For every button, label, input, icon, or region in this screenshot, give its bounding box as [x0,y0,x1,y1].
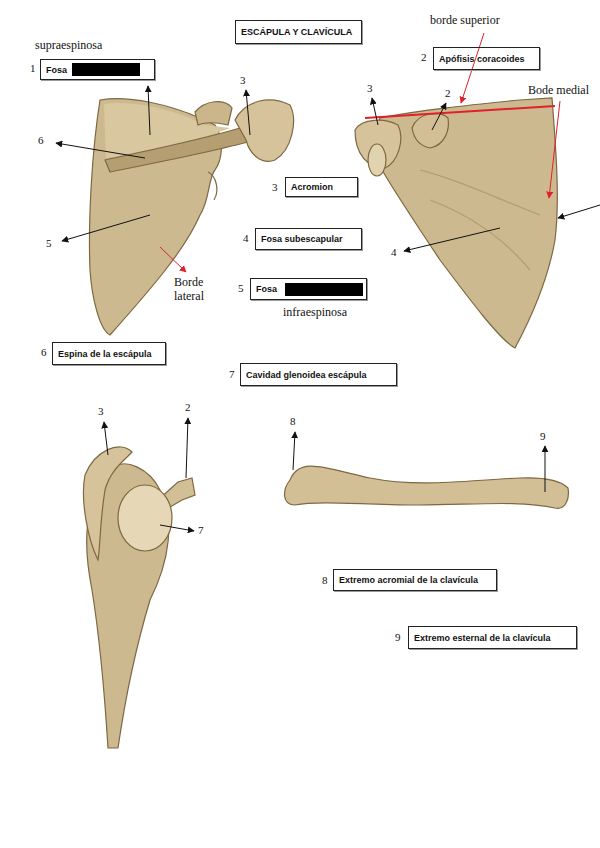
box-text: Fosa subescapular [261,234,343,244]
redaction-bar [285,283,363,296]
scapula-lateral [83,447,195,748]
label-box: Cavidad glenoidea escápula [240,363,397,386]
redaction-bar [72,63,140,76]
scapula-anterior [355,98,557,348]
label-box: Fosa subescapular [255,228,362,250]
label-box: Espina de la escápula [52,342,166,365]
label-box: Apófisis coracoides [433,47,540,70]
red-arrow [160,247,186,272]
red-arrow [461,33,484,103]
callout-number: 9 [540,430,546,443]
red-arrow [549,101,560,198]
callout-number: 8 [290,415,296,428]
callout-number: 6 [41,346,47,359]
label-box: Fosainfraespinosa [250,278,367,300]
callout-number: 6 [38,134,44,147]
box-text: Cavidad glenoidea escápula [246,370,367,380]
box-text: Extremo acromial de la clavícula [339,575,478,585]
handwritten-note: borde superior [430,14,500,28]
box-text: Extremo esternal de la clavícula [414,633,551,643]
callout-number: 3 [367,82,373,95]
label-box: Extremo acromial de la clavícula [333,569,497,591]
label-box: Acromion [285,177,358,197]
clavicle [285,466,569,508]
box-text: Apófisis coracoides [439,54,525,64]
handwritten-note: Bode medial [528,84,589,98]
handwritten-note: infraespinosa [283,305,347,320]
callout-number: 3 [98,405,104,418]
callout-number: 7 [229,368,235,381]
callout-number: 2 [445,87,451,100]
callout-number: 3 [272,181,278,194]
handwritten-note: Borde lateral [174,276,218,304]
box-text: Espina de la escápula [58,349,152,359]
box-text: Fosa [46,65,67,75]
callout-number: 8 [322,574,328,587]
label-box: supraespinosaFosa [40,59,155,80]
box-text: Fosa [256,284,277,294]
callout-number: 5 [238,282,244,295]
callout-number: 4 [243,232,249,245]
title-box: ESCÁPULA Y CLAVÍCULA [235,20,362,44]
callout-number: 2 [185,401,191,414]
leader-arrow [558,205,600,218]
callout-number: 4 [391,246,397,259]
box-text: Acromion [291,182,333,192]
handwritten-note: supraespinosa [35,38,102,53]
callout-number: 7 [198,524,204,537]
callout-number: 2 [421,51,427,64]
callout-number: 3 [240,74,246,87]
callout-number: 1 [30,62,36,75]
callout-number: 9 [395,631,401,644]
label-box: Extremo esternal de la clavícula [408,626,577,649]
red-line [365,106,555,118]
callout-number: 5 [46,237,52,250]
leader-arrows [56,86,545,531]
box-text: ESCÁPULA Y CLAVÍCULA [241,27,352,37]
